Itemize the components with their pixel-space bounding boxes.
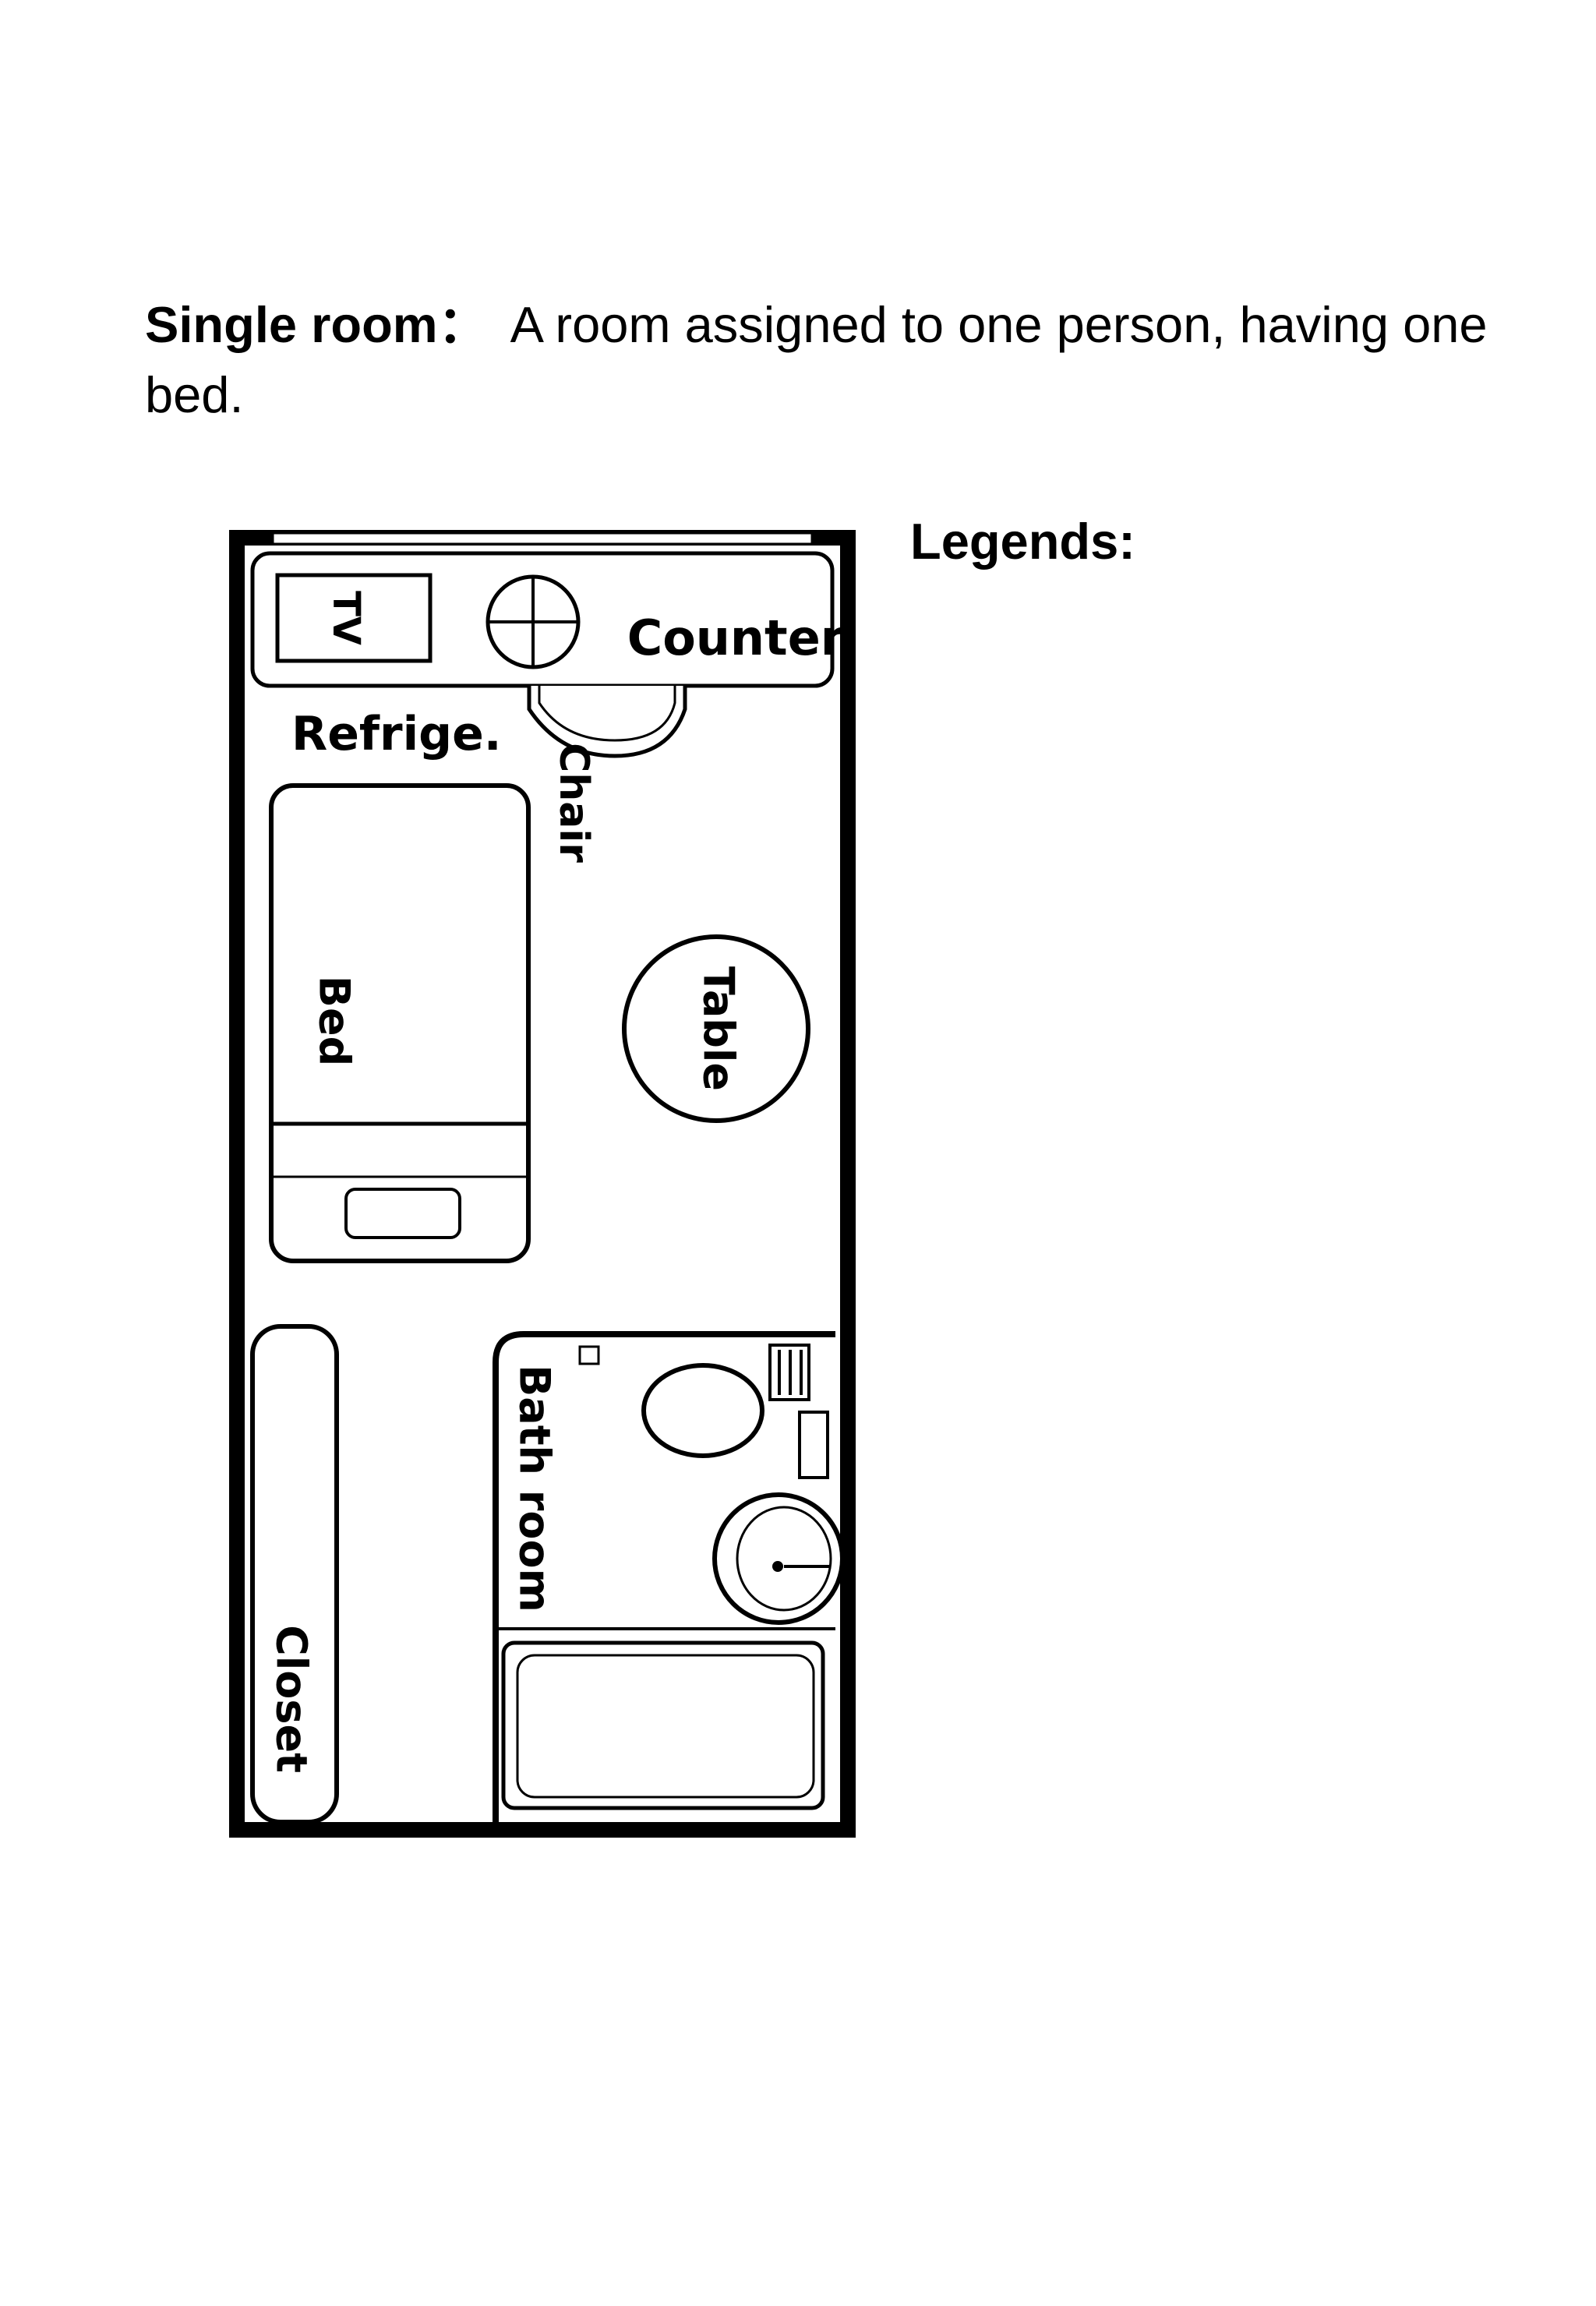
tv-label: TV: [324, 591, 368, 645]
bed-pillow: [344, 1188, 461, 1239]
bathroom-label: Bath room: [510, 1365, 560, 1612]
floor-plan: TV Counter Chair Refrige. Bed Table Cl: [229, 530, 856, 1838]
window-top: [271, 531, 814, 546]
bed-label: Bed: [310, 976, 359, 1066]
definition-term: Single room: [145, 296, 438, 353]
toilet-bowl: [641, 1363, 764, 1458]
definition-separator: ：: [437, 296, 489, 353]
room-definition: Single room：A room assigned to one perso…: [145, 290, 1517, 430]
table-label: Table: [694, 966, 743, 1091]
toilet-paper: [798, 1411, 829, 1479]
chair-label: Chair: [550, 743, 597, 863]
tv: [275, 573, 433, 663]
bathtub-inner: [516, 1654, 815, 1799]
counter-label: Counter: [627, 609, 845, 666]
legend-heading: Legends:: [910, 513, 1135, 570]
closet: [250, 1324, 339, 1824]
wash-basin-drain: [772, 1561, 783, 1572]
refrigerator-label: Refrige.: [291, 707, 502, 761]
bathroom-wall: [493, 1331, 835, 1822]
definition-text: A room assigned to one person, having on…: [145, 296, 1488, 423]
closet-label: Closet: [267, 1625, 316, 1773]
bed: [269, 783, 531, 1263]
chair-inner: [538, 686, 676, 742]
chair: [527, 686, 687, 758]
wash-basin-inner: [736, 1506, 832, 1612]
table: [622, 934, 810, 1123]
bath-door-stop: [578, 1345, 600, 1365]
